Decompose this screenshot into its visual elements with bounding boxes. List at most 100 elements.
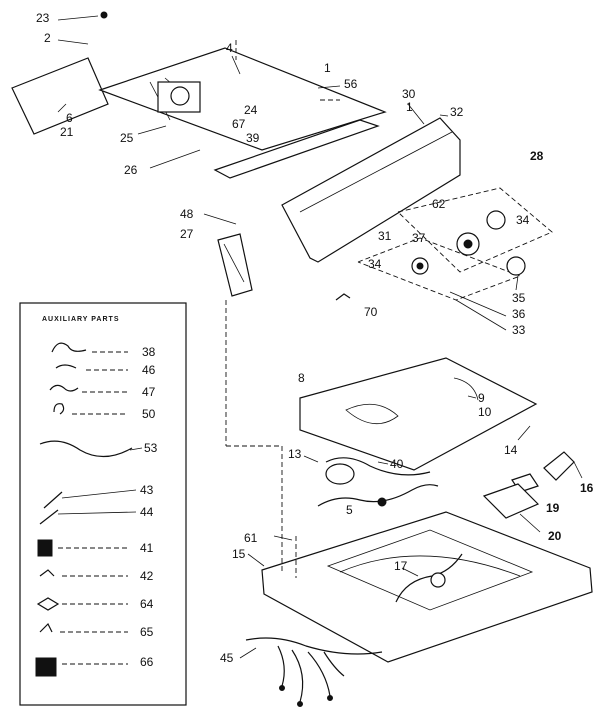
aux-41 bbox=[37, 539, 53, 557]
leader-45 bbox=[239, 647, 257, 659]
callout-67: 67 bbox=[232, 117, 246, 131]
aux-callout-43: 43 bbox=[140, 483, 154, 497]
aux-53 bbox=[39, 440, 133, 458]
callout-45: 45 bbox=[220, 651, 234, 665]
callout-62: 62 bbox=[432, 197, 446, 211]
cabinet-base bbox=[261, 511, 593, 663]
callout-9: 9 bbox=[478, 391, 485, 405]
callout-23: 23 bbox=[36, 11, 50, 25]
callout-26: 26 bbox=[124, 163, 138, 177]
switch-16 bbox=[543, 451, 575, 481]
callout-34b: 34 bbox=[368, 257, 382, 271]
aux-callout-38: 38 bbox=[142, 345, 156, 359]
screw-23 bbox=[100, 11, 108, 19]
auxiliary-parts-box bbox=[19, 302, 187, 706]
leader-26 bbox=[149, 149, 201, 169]
leader-9 bbox=[467, 395, 477, 399]
callout-32: 32 bbox=[450, 105, 464, 119]
callout-25: 25 bbox=[120, 131, 134, 145]
leader-4 bbox=[231, 55, 241, 75]
leader-6 bbox=[57, 103, 67, 113]
aux-42 bbox=[39, 569, 55, 577]
aux-66 bbox=[35, 657, 57, 677]
leader-40 bbox=[377, 461, 389, 465]
aux-46 bbox=[55, 364, 77, 369]
callout-8: 8 bbox=[298, 371, 305, 385]
callout-56: 56 bbox=[344, 77, 358, 91]
callout-28: 28 bbox=[530, 149, 544, 163]
callout-15: 15 bbox=[232, 547, 246, 561]
callout-48: 48 bbox=[180, 207, 194, 221]
leader-13 bbox=[303, 455, 319, 463]
aux-callout-66: 66 bbox=[140, 655, 154, 669]
leader-48 bbox=[203, 213, 237, 225]
aux-43 bbox=[43, 491, 63, 509]
console-rail bbox=[213, 119, 380, 179]
wire-harness bbox=[245, 637, 383, 655]
access-panel bbox=[11, 57, 109, 135]
part-20 bbox=[482, 483, 540, 519]
callout-20: 20 bbox=[548, 529, 562, 543]
knob-35 bbox=[506, 256, 526, 276]
leader-56 bbox=[317, 85, 341, 89]
callout-10: 10 bbox=[478, 405, 492, 419]
aux-callout-65: 65 bbox=[140, 625, 154, 639]
callout-4: 4 bbox=[226, 41, 233, 55]
aux-callout-41: 41 bbox=[140, 541, 154, 555]
leader-17 bbox=[401, 567, 419, 577]
leader-35 bbox=[515, 275, 519, 291]
callout-70: 70 bbox=[364, 305, 378, 319]
callout-21: 21 bbox=[60, 125, 74, 139]
aux-callout-42: 42 bbox=[140, 569, 154, 583]
leader-33 bbox=[455, 299, 507, 331]
callout-30: 30 bbox=[402, 87, 416, 101]
leader-14 bbox=[517, 425, 531, 441]
callout-5: 5 bbox=[346, 503, 353, 517]
leader-15 bbox=[247, 553, 265, 567]
aux-50 bbox=[53, 403, 65, 415]
aux-callout-44: 44 bbox=[140, 505, 154, 519]
callout-1a: 1 bbox=[324, 61, 331, 75]
callout-17: 17 bbox=[394, 559, 408, 573]
auxiliary-parts-title: AUXILIARY PARTS bbox=[42, 316, 120, 323]
callout-2: 2 bbox=[44, 31, 51, 45]
leader-2 bbox=[57, 39, 89, 45]
aux-callout-50: 50 bbox=[142, 407, 156, 421]
aux-64 bbox=[36, 597, 60, 611]
callout-61: 61 bbox=[244, 531, 258, 545]
callout-37: 37 bbox=[412, 231, 426, 245]
leader-23 bbox=[57, 15, 99, 21]
aux-47 bbox=[49, 384, 79, 392]
aux-callout-46: 46 bbox=[142, 363, 156, 377]
callout-27: 27 bbox=[180, 227, 194, 241]
aux-38 bbox=[51, 342, 87, 353]
callout-14: 14 bbox=[504, 443, 518, 457]
callout-36: 36 bbox=[512, 307, 526, 321]
callout-1b: 1 bbox=[406, 100, 413, 114]
callout-6: 6 bbox=[66, 111, 73, 125]
callout-24: 24 bbox=[244, 103, 258, 117]
callout-35: 35 bbox=[512, 291, 526, 305]
aux-65 bbox=[39, 622, 53, 633]
console-housing bbox=[98, 47, 387, 151]
leader-36 bbox=[449, 291, 507, 317]
callout-34a: 34 bbox=[516, 213, 530, 227]
knob-group-box bbox=[397, 187, 553, 273]
callout-19: 19 bbox=[546, 501, 560, 515]
leader-61 bbox=[273, 535, 293, 541]
aux-callout-53: 53 bbox=[144, 441, 158, 455]
control-panel bbox=[281, 117, 461, 263]
leader-20 bbox=[519, 513, 541, 533]
callout-13: 13 bbox=[288, 447, 302, 461]
clip-70 bbox=[335, 293, 351, 301]
top-lid bbox=[299, 357, 538, 471]
leader-25 bbox=[137, 125, 167, 135]
callout-40: 40 bbox=[390, 457, 404, 471]
callout-39: 39 bbox=[246, 131, 260, 145]
knob-34a bbox=[486, 210, 506, 230]
callout-16: 16 bbox=[580, 481, 594, 495]
callout-33: 33 bbox=[512, 323, 526, 337]
aux-callout-64: 64 bbox=[140, 597, 154, 611]
